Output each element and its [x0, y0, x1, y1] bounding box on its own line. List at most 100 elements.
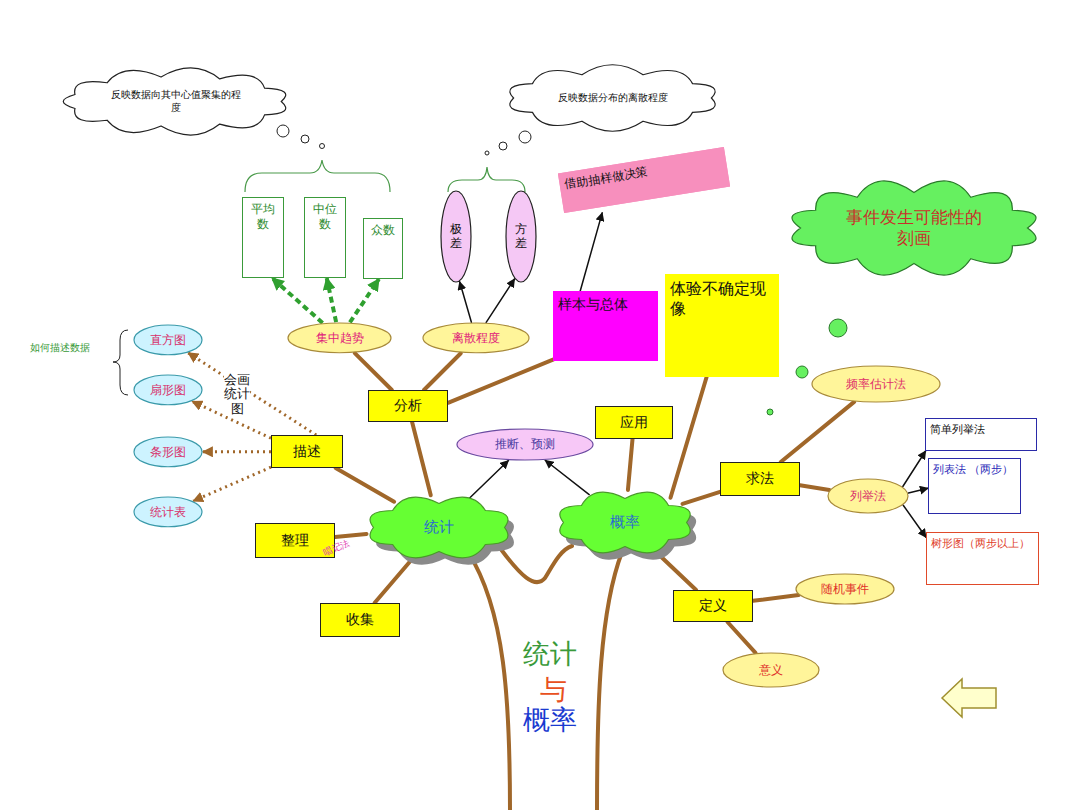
connector	[903, 451, 926, 486]
node-text: 方差	[515, 223, 527, 249]
connector	[350, 279, 379, 322]
note-label: 如何描述数据	[28, 342, 92, 354]
cloud-node: 反映数据分布的离散程度	[505, 65, 720, 131]
connector	[470, 461, 509, 498]
connector	[683, 492, 720, 504]
node-text: 体验不确定现像	[670, 279, 774, 319]
process-box: 求法	[720, 462, 800, 496]
ellipse-shape	[134, 497, 202, 527]
node-text: 描述	[293, 443, 321, 461]
ellipse-shape	[796, 574, 894, 604]
ellipse-shape	[457, 429, 593, 460]
node-text: 简单列举法	[930, 423, 985, 437]
thought-bubble	[519, 131, 531, 143]
connector	[336, 468, 394, 502]
cloud-node: 事件发生可能性的刻画	[788, 180, 1040, 276]
node-text: 分析	[394, 397, 422, 415]
cloud-shape	[560, 492, 690, 553]
connector	[800, 485, 829, 490]
node-text: 扇形图	[150, 383, 186, 398]
node-text: 统计	[424, 518, 454, 537]
thought-bubble	[301, 135, 309, 143]
node-text: 事件发生可能性的刻画	[839, 207, 989, 250]
node-text: 定义	[699, 597, 727, 615]
node-text: 随机事件	[821, 582, 869, 597]
connector	[781, 402, 854, 462]
connector	[728, 622, 756, 653]
connector	[412, 422, 431, 495]
ellipse-shape	[828, 479, 908, 513]
connector	[460, 282, 472, 322]
ellipse-shape	[812, 366, 940, 402]
thought-bubble	[796, 366, 808, 378]
connector	[628, 439, 633, 490]
ellipse-shape	[134, 437, 202, 467]
node-text: 中位数	[309, 202, 341, 232]
ellipse-node: 条形图	[133, 436, 203, 468]
ellipse-shape	[288, 323, 391, 353]
connector	[448, 360, 553, 403]
node-text: 众数	[371, 223, 395, 238]
node-text: 收集	[346, 611, 374, 629]
tree-trunk	[468, 552, 510, 810]
node-text: 求法	[746, 470, 774, 488]
node-text: 离散程度	[452, 331, 500, 346]
cloud-shape	[510, 65, 715, 132]
process-box: 体验不确定现像	[665, 274, 779, 377]
thought-bubble	[485, 151, 489, 155]
process-box: 收集	[320, 603, 400, 637]
process-box: 简单列举法	[925, 418, 1037, 451]
connector	[908, 488, 928, 493]
process-box: 样本与总体	[553, 291, 658, 361]
cloud-node: 统计	[365, 495, 513, 560]
cloud-shape	[370, 497, 508, 558]
trunk-title: 与	[540, 674, 567, 706]
process-box: 借助抽样做决策	[558, 147, 730, 213]
node-text: 频率估计法	[846, 377, 906, 392]
process-box: 中位数	[304, 197, 346, 278]
process-box: 众数	[363, 218, 403, 279]
node-text: 直方图	[150, 333, 186, 348]
connector	[753, 595, 799, 601]
connector	[580, 213, 602, 291]
connector	[545, 460, 589, 494]
connector	[272, 278, 323, 323]
trunk-title: 统计	[523, 638, 577, 670]
node-text: 样本与总体	[558, 296, 628, 314]
ellipse-shape	[134, 325, 202, 355]
node-text: 应用	[620, 414, 648, 432]
thought-bubble	[277, 125, 289, 137]
bracket	[448, 167, 525, 192]
ellipse-node: 扇形图	[133, 374, 203, 406]
cloud-shape	[63, 68, 285, 135]
ellipse-node: 频率估计法	[811, 365, 941, 403]
ellipse-node: 意义	[722, 652, 820, 688]
process-box: 树形图（两步以上）	[926, 532, 1039, 585]
ellipse-node: 直方图	[133, 324, 203, 356]
ellipse-node: 推断、预测	[456, 428, 594, 461]
thought-bubble	[499, 142, 507, 150]
ellipse-node: 集中趋势	[287, 322, 392, 354]
node-text: 统计表	[150, 505, 186, 520]
process-box: 描述	[271, 435, 343, 468]
node-text: 列举法	[850, 489, 886, 504]
connector	[486, 279, 514, 322]
cloud-node: 反映数据向其中心值聚集的程度	[62, 68, 290, 135]
connector	[335, 534, 367, 537]
connector	[375, 558, 413, 603]
ellipse-shape	[723, 653, 819, 687]
cloud-node: 概率	[555, 490, 695, 555]
process-box: 列表法 （两步）	[928, 458, 1021, 514]
ellipse-shape	[441, 191, 471, 282]
tree-trunk	[500, 546, 572, 582]
node-text: 集中趋势	[316, 331, 364, 346]
bracket	[113, 330, 128, 395]
connector	[203, 450, 271, 453]
node-text: 整理	[281, 532, 309, 550]
process-box: 应用	[595, 406, 673, 439]
bracket	[245, 160, 390, 192]
node-text: 极差	[450, 223, 462, 249]
connector	[424, 353, 461, 390]
node-text: 树形图（两步以上）	[931, 537, 1030, 551]
node-text: 推断、预测	[495, 437, 555, 452]
